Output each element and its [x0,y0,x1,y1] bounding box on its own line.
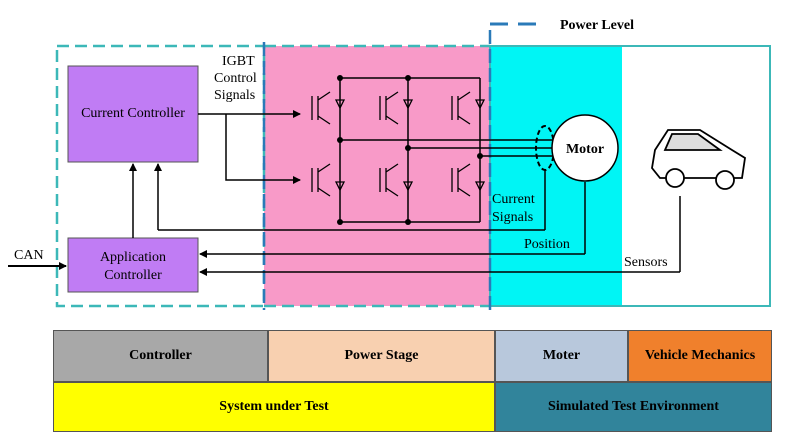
igbt-label-1: IGBT [222,54,255,69]
sensors-label: Sensors [624,255,668,270]
current-controller-label: Current Controller [81,106,185,121]
igbt-label-2: Control [214,71,257,86]
moter-cell: Moter [495,330,628,382]
igbt-switches [311,91,486,197]
igbt-label-3: Signals [214,88,255,103]
current-controller-box [67,65,199,163]
can-label: CAN [14,248,44,263]
current-signals-label-1: Current [492,192,535,207]
controller-cell: Controller [53,330,268,382]
simulated-test-environment-cell: Simulated Test Environment [495,382,772,432]
vehicle-mechanics-cell: Vehicle Mechanics [628,330,772,382]
controller-dashed-outline [55,44,266,308]
car-icon [651,129,746,190]
system-under-test-cell: System under Test [53,382,495,432]
position-label: Position [524,237,570,252]
current-signals-label-2: Signals [492,210,533,225]
power-stage-cell: Power Stage [268,330,495,382]
power-stage-zone [264,46,490,306]
motor-circle [551,114,619,182]
application-controller-box [67,237,199,293]
motor-label: Motor [566,142,604,157]
application-controller-label-1: Application [100,250,166,265]
legend-power-level: Power Level [560,18,634,33]
application-controller-label-2: Controller [104,268,162,283]
